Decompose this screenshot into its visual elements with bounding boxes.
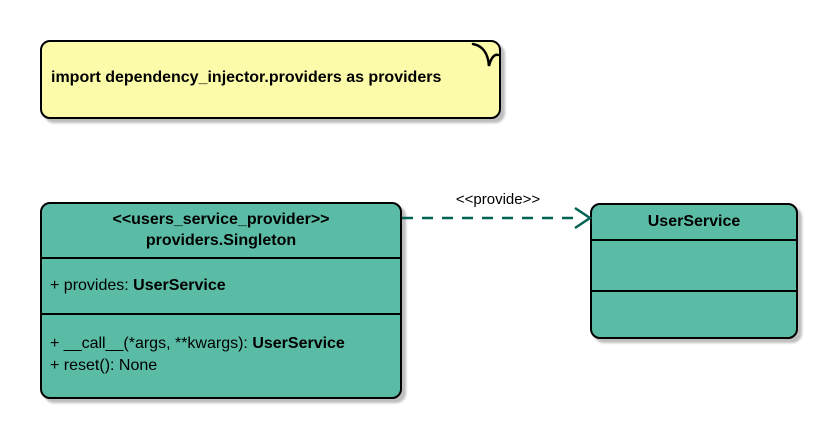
class-stereotype: <<users_service_provider>> [112,211,330,228]
method-call-return-type: UserService [252,335,345,352]
class-userservice: UserService [590,203,798,339]
userservice-attributes-empty [592,241,796,292]
import-note: import dependency_injector.providers as … [40,40,501,119]
method-call-text: + __call__(*args, **kwargs): [50,335,253,352]
class-attributes-compartment: + provides: UserService [42,259,400,315]
provide-dependency-arrow [402,206,593,230]
class-name: providers.Singleton [145,232,297,249]
method-reset-text: + reset(): None [50,357,158,374]
class-providers-singleton: <<users_service_provider>> providers.Sin… [40,202,402,399]
userservice-methods-empty [592,292,796,337]
class-header: <<users_service_provider>> providers.Sin… [42,204,400,259]
class-methods-compartment: + __call__(*args, **kwargs): UserService… [42,315,400,397]
userservice-header: UserService [592,205,796,241]
note-text: import dependency_injector.providers as … [51,69,442,86]
open-arrowhead-icon [574,206,593,230]
attribute-provides-text: + provides: [50,277,134,294]
method-reset: + reset(): None [50,355,400,377]
attribute-provides-type: UserService [133,277,226,294]
userservice-class-name: UserService [647,213,741,230]
folded-corner-icon [471,42,499,67]
provide-arrow-label: <<provide>> [455,191,541,208]
attribute-provides: + provides: UserService [50,275,400,297]
method-call: + __call__(*args, **kwargs): UserService [50,333,400,355]
